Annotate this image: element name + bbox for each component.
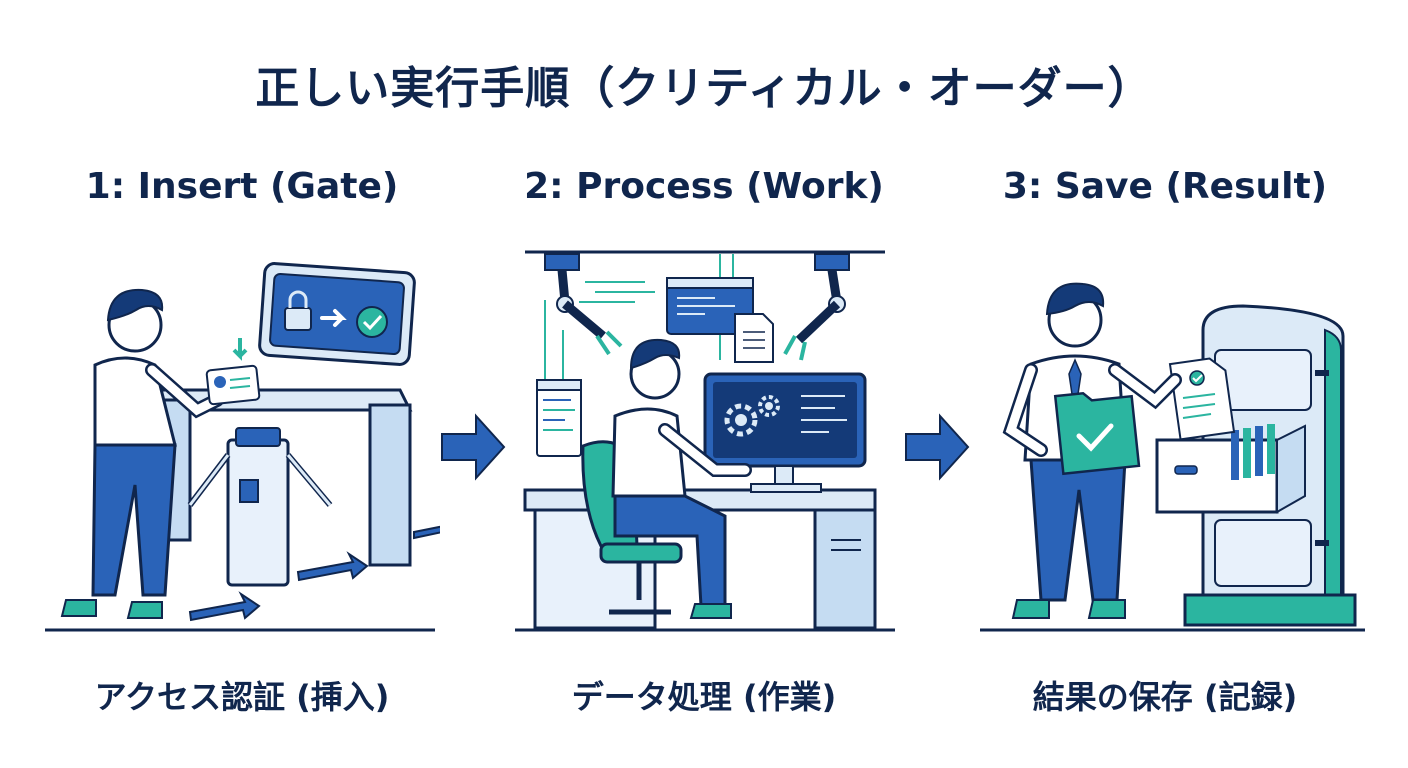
- step-3-caption: 結果の保存 (記録): [1032, 678, 1298, 716]
- step-1-title: 1: Insert (Gate): [85, 166, 399, 207]
- arrow-2-to-3: [902, 412, 972, 482]
- person-inserting-card: [60, 288, 261, 619]
- step-3-title: 3: Save (Result): [1002, 166, 1328, 207]
- lock-icon: [284, 290, 312, 331]
- arrow-right-icon: [905, 413, 970, 481]
- arrow-right-icon: [320, 309, 347, 327]
- lock-screen-panel: [258, 262, 416, 366]
- gear-icon: [758, 395, 780, 417]
- robot-arm-right: [783, 253, 850, 361]
- gear-icon: [724, 403, 758, 437]
- diagram-title: 正しい実行手順（クリティカル・オーダー）: [255, 63, 1153, 114]
- person-saving-file: [1002, 282, 1182, 619]
- code-window-left: [536, 379, 582, 457]
- check-circle-icon: [356, 306, 388, 338]
- person-at-computer: [611, 338, 752, 619]
- document-icon: [1168, 357, 1236, 441]
- step-3-illustration: [975, 240, 1375, 640]
- document-icon: [734, 313, 774, 363]
- code-window-top: [666, 277, 754, 335]
- folder-check-icon: [1053, 391, 1141, 476]
- monitor: [703, 372, 867, 493]
- step-2-illustration: [515, 240, 895, 640]
- robot-arm-left: [544, 253, 623, 356]
- step-2-caption: データ処理 (作業): [571, 678, 837, 716]
- step-2-title: 2: Process (Work): [524, 166, 884, 207]
- arrow-1-to-2: [438, 412, 508, 482]
- step-1-illustration: [40, 240, 440, 640]
- arrow-right-icon: [441, 413, 506, 481]
- file-cabinet: [1155, 304, 1357, 627]
- step-1-caption: アクセス認証 (挿入): [94, 678, 390, 716]
